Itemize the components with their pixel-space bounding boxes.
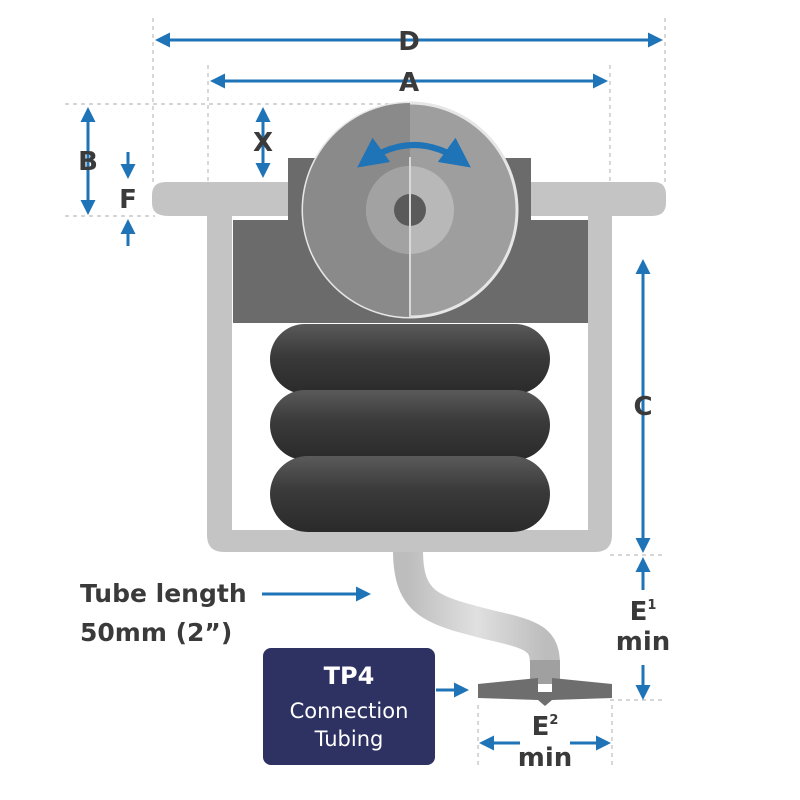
label-e2: E2 — [532, 712, 559, 742]
tp4-badge: TP4 Connection Tubing — [263, 648, 435, 765]
label-c: C — [633, 392, 652, 422]
label-x: X — [253, 128, 273, 158]
badge-line-2: Tubing — [314, 727, 384, 751]
label-d: D — [398, 27, 420, 57]
guide-lines — [65, 18, 666, 765]
rotating-disc — [301, 101, 519, 319]
label-f: F — [119, 185, 137, 215]
badge-line-1: Connection — [290, 699, 409, 723]
bellows — [270, 324, 550, 532]
dimension-arrows — [80, 32, 663, 751]
badge-title: TP4 — [324, 662, 375, 690]
tube-length-label: Tube length — [80, 579, 247, 608]
label-e1-min: min — [616, 627, 671, 657]
label-e1: E1 — [630, 597, 657, 627]
tube-length-value: 50mm (2”) — [80, 618, 232, 647]
rotation-arrow-icon — [357, 137, 471, 168]
label-a: A — [399, 68, 419, 98]
label-b: B — [78, 147, 98, 177]
tube-fitting-base — [478, 678, 612, 706]
connection-tube — [393, 549, 560, 666]
pointer-arrows — [262, 586, 469, 698]
label-e2-min: min — [518, 743, 573, 773]
